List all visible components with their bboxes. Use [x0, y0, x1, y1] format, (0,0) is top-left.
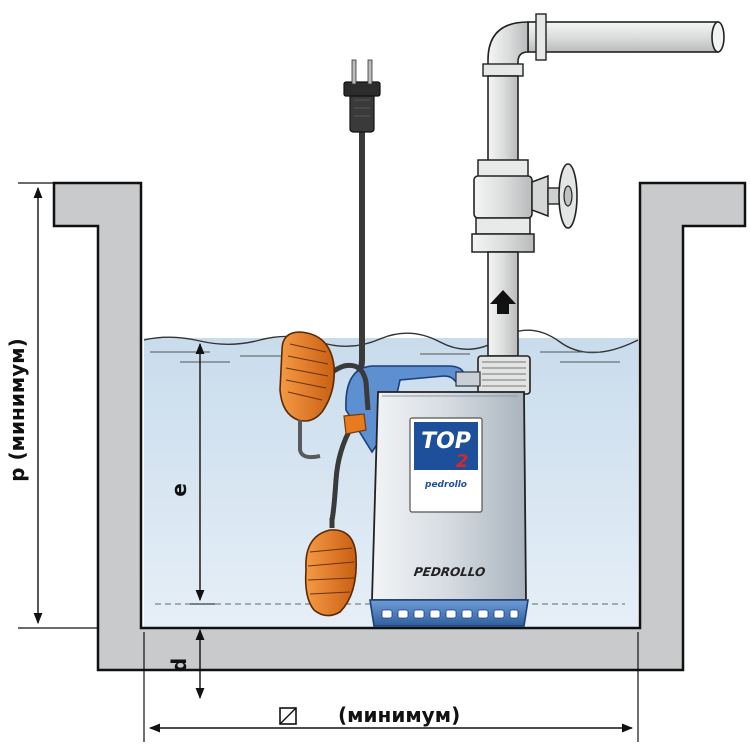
float-switch-lower	[304, 518, 357, 617]
dimension-e: e	[167, 342, 215, 605]
flow-up-arrow-icon	[490, 290, 516, 314]
label-d: d	[167, 658, 191, 672]
power-cable	[343, 59, 381, 379]
dimension-d: d	[167, 628, 205, 700]
riser-pipe	[477, 251, 531, 395]
pump-model-line2: 2	[456, 451, 469, 472]
pump-model-badge	[414, 422, 478, 470]
label-p-minimum: р (минимум)	[5, 338, 29, 482]
pit-walls	[52, 181, 747, 672]
dimension-width: (минимум)	[143, 632, 639, 742]
label-e: e	[167, 483, 191, 497]
gate-valve	[471, 159, 578, 253]
pump-brand-badge: pedrollo	[424, 480, 467, 490]
pump-model-line1: TOP	[421, 429, 471, 454]
label-width-minimum: (минимум)	[338, 703, 460, 727]
discharge-pipe	[482, 13, 725, 163]
dimension-p: р (минимум)	[5, 182, 98, 629]
float-switch-upper	[279, 331, 336, 460]
submersible-pump: TOP 2 pedrollo PEDROLLO	[345, 365, 529, 627]
pump-brand-body: PEDROLLO	[413, 565, 486, 579]
